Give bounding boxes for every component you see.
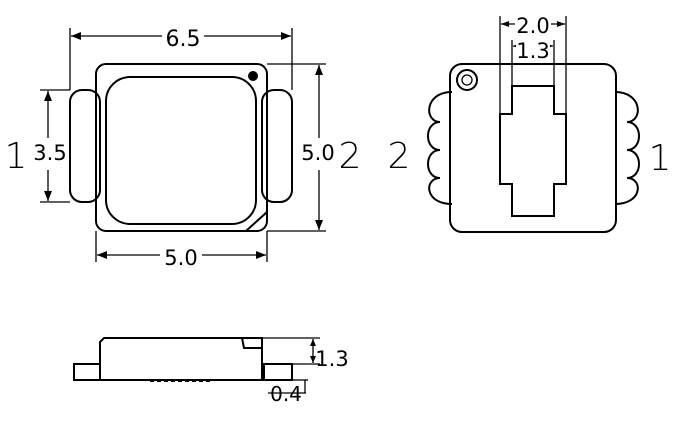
dim-bottom-inner: 1.3 xyxy=(511,36,555,86)
dim-label-5-0-vertical: 5.0 xyxy=(301,141,334,165)
side-view: 1.3 0.4 xyxy=(73,337,349,406)
dim-label-2-0: 2.0 xyxy=(516,14,549,38)
dim-label-5-0-horizontal: 5.0 xyxy=(164,246,197,270)
dim-top-pad-height: 3.5 xyxy=(33,89,70,203)
side-body xyxy=(99,337,263,381)
top-body xyxy=(95,63,268,232)
bottom-right-pad xyxy=(614,91,640,205)
top-left-pad xyxy=(69,89,101,203)
polarity-ring-icon xyxy=(456,69,478,91)
bottom-view: 2.0 1.3 2 1 xyxy=(388,12,672,233)
dim-label-1-3-top: 1.3 xyxy=(516,39,549,63)
pin-2-label: 2 xyxy=(339,136,362,177)
bottom-left-pad xyxy=(427,91,453,205)
dim-label-1-3-side: 1.3 xyxy=(315,347,348,371)
bottom-thermal-pad xyxy=(499,85,567,217)
top-lens xyxy=(105,76,257,225)
bottom-body xyxy=(449,63,617,233)
top-chamfer xyxy=(245,211,268,232)
top-right-pad xyxy=(261,89,293,203)
dim-side-lead: 0.4 xyxy=(268,379,308,406)
dim-side-height: 1.3 xyxy=(262,337,349,371)
bottom-pin-1-label: 1 xyxy=(649,138,672,179)
dim-label-6-5: 6.5 xyxy=(166,27,201,52)
dim-label-0-4: 0.4 xyxy=(270,382,302,406)
top-view: 6.5 3.5 1 5.0 2 xyxy=(5,27,362,270)
bottom-pin-2-label: 2 xyxy=(388,136,411,177)
dim-top-body-height: 5.0 xyxy=(267,63,335,232)
dim-top-body-width: 5.0 xyxy=(95,231,268,270)
pin-1-label: 1 xyxy=(5,136,28,177)
polarity-ring-inner-icon xyxy=(461,74,473,86)
side-lens-step xyxy=(241,337,262,349)
dim-bottom-outer: 2.0 xyxy=(499,12,567,114)
side-right-lead xyxy=(263,363,293,381)
side-left-lead xyxy=(73,363,101,381)
dim-top-width-total: 6.5 xyxy=(69,27,293,90)
polarity-dot-icon xyxy=(248,71,258,81)
dim-label-3-5: 3.5 xyxy=(33,141,66,165)
